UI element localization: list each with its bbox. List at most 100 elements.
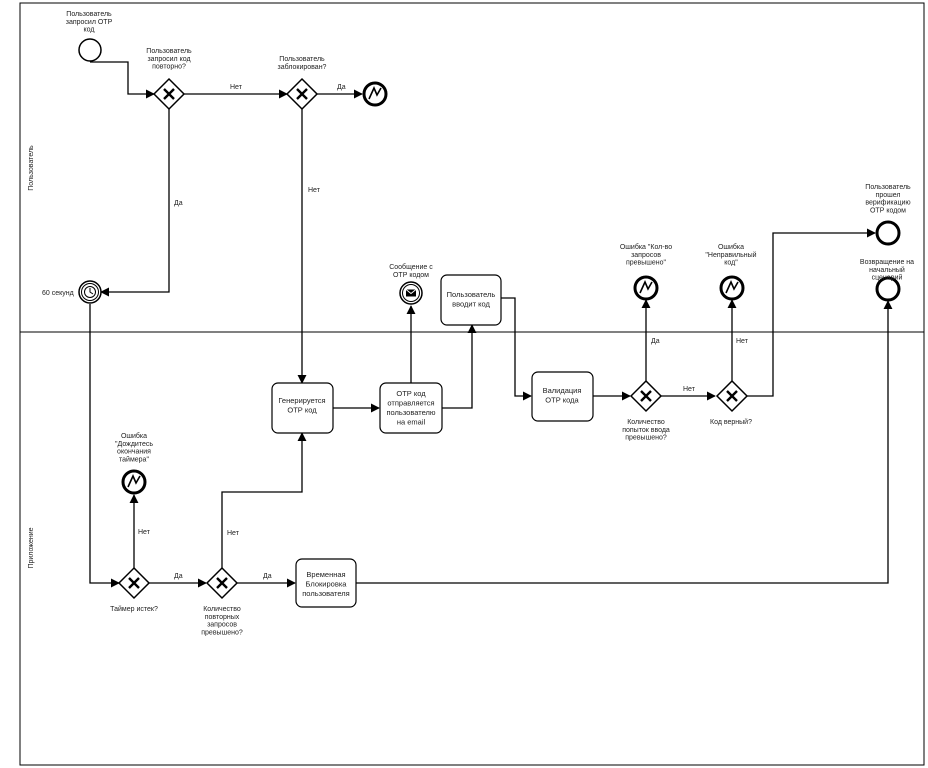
end-event-success[interactable] — [875, 220, 901, 246]
flow-label-yes-1: Да — [337, 84, 346, 91]
label-line: Код верный? — [710, 418, 752, 426]
message-event-inner — [402, 284, 420, 302]
flow-label-yes-2: Да — [174, 200, 183, 207]
flow-start-to-repeat — [90, 61, 155, 99]
label-line: Блокировка — [306, 580, 348, 589]
label-line: ОТР код — [396, 389, 426, 398]
label-line: "Дождитесь — [115, 441, 153, 448]
start-event[interactable] — [78, 38, 102, 62]
flow-code-yes — [747, 228, 876, 397]
label-line: окончания — [117, 449, 151, 456]
label-line: Ошибка — [718, 243, 744, 251]
label-line: вводит код — [452, 300, 490, 309]
gateway-timer[interactable] — [117, 566, 151, 600]
label-line: Временная — [306, 570, 345, 579]
end-event-wrong-code[interactable] — [719, 275, 745, 301]
exclusive-x-icon — [296, 88, 308, 100]
label-line: заблокирован? — [278, 63, 327, 71]
clock-hands — [89, 288, 94, 295]
flow-labels: Нет Да Да Нет Нет Да Нет Да Да Нет Нет — [138, 84, 749, 580]
task-block[interactable] — [295, 558, 357, 608]
label-line: Количество — [627, 419, 665, 426]
label-line: отправляется — [387, 399, 434, 408]
label-line: попыток ввода — [622, 427, 670, 434]
exclusive-x-icon — [640, 390, 652, 402]
error-icon — [368, 86, 382, 100]
clock-icon — [84, 286, 96, 298]
task-validate[interactable] — [531, 371, 594, 422]
label-line: ОТР кода — [545, 396, 579, 405]
flow-label-no-2: Нет — [308, 187, 321, 194]
gateway-code[interactable] — [715, 379, 749, 413]
error-icon — [639, 280, 653, 294]
end-event-blocked[interactable] — [362, 81, 388, 107]
end-event-return[interactable] — [875, 276, 901, 302]
exclusive-x-icon — [128, 577, 140, 589]
label-line: пользователя — [302, 589, 350, 598]
end-event-circle — [719, 275, 745, 301]
label-line: 60 секунд — [42, 290, 74, 297]
gateway-repeat-exceeded[interactable] — [205, 566, 239, 600]
pool-border — [19, 2, 925, 766]
error-icon — [127, 474, 141, 488]
label-line: запросил код — [147, 56, 190, 63]
label-line: "Неправильный — [705, 251, 756, 259]
timer-event-inner — [81, 283, 99, 301]
gateway-code-label: Код верный? — [710, 418, 752, 426]
end-event-wait[interactable] — [121, 469, 147, 495]
label-line: запросов — [631, 252, 661, 259]
label-line: повторно? — [152, 64, 186, 71]
lane-label-user: Пользователь — [28, 145, 35, 191]
label-line: ОТР кодом — [870, 207, 906, 214]
label-line: сценарий — [872, 274, 903, 282]
task-send[interactable] — [379, 382, 443, 434]
flow-label-yes-5: Да — [651, 338, 660, 345]
label-line: таймера" — [119, 455, 149, 463]
gateway-attempts[interactable] — [629, 379, 663, 413]
end-event-attempts[interactable] — [633, 275, 659, 301]
gateway-repeat[interactable] — [152, 77, 186, 111]
label-line: Генерируется — [278, 396, 325, 405]
flow-timer-to-expired — [89, 304, 120, 588]
message-event[interactable] — [399, 281, 423, 305]
label-line: запросов — [207, 622, 237, 629]
flow-repeat-exceeded-no — [221, 432, 307, 568]
label-line: код" — [724, 260, 738, 267]
end-event-circle — [362, 81, 388, 107]
label-line: превышено? — [201, 629, 243, 636]
flow-repeat-yes — [100, 109, 170, 297]
task-enter[interactable] — [440, 274, 502, 326]
flow-label-no-5: Нет — [683, 386, 696, 393]
error-icon — [725, 280, 739, 294]
timer-event-label: 60 секунд — [42, 290, 74, 297]
end-event-circle — [121, 469, 147, 495]
label-line: Ошибка — [121, 432, 147, 440]
label-line: ОТР кодом — [393, 272, 429, 279]
flow-enter-to-validate — [501, 297, 532, 401]
exclusive-x-icon — [726, 390, 738, 402]
label-line: Пользователь — [279, 56, 325, 63]
label-line: Ошибка "Кол-во — [620, 243, 672, 251]
label-line: Количество — [203, 606, 241, 613]
label-line: Пользователь — [865, 184, 911, 191]
task-generate[interactable] — [271, 382, 334, 434]
label-line: Таймер истек? — [110, 605, 158, 613]
gateway-blocked[interactable] — [285, 77, 319, 111]
label-line: превышено" — [626, 260, 667, 267]
timer-event[interactable] — [78, 280, 102, 304]
